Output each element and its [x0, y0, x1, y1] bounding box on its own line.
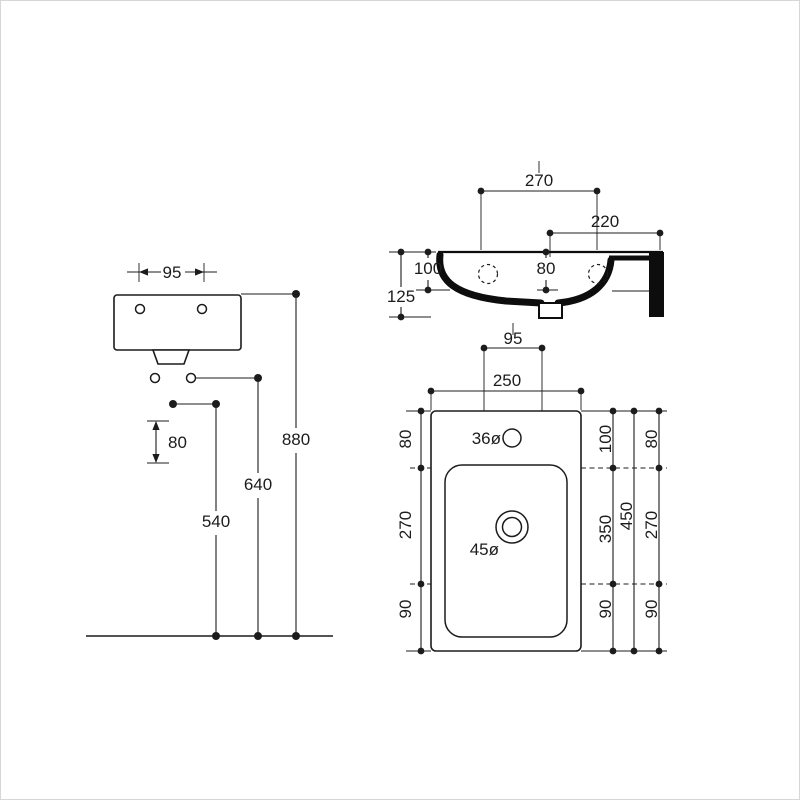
- dim-dot: [424, 286, 432, 294]
- dim-label-100: 100: [414, 259, 442, 278]
- plan-view: 95 250 36ø 45ø: [396, 323, 667, 655]
- dim-label-640: 640: [244, 475, 272, 494]
- dim-540: 540: [177, 400, 230, 640]
- dim-label-left-90: 90: [396, 600, 415, 619]
- dim-dot: [417, 464, 425, 472]
- dim-dot: [655, 647, 663, 655]
- dim-label-right-270: 270: [642, 511, 661, 539]
- dim-dot: [655, 580, 663, 588]
- dim-label-left-80: 80: [396, 430, 415, 449]
- dim-dot: [609, 407, 617, 415]
- dim-label-220: 220: [591, 212, 619, 231]
- dim-dot: [630, 407, 638, 415]
- arrowhead: [139, 268, 148, 276]
- dim-label-right-80: 80: [642, 430, 661, 449]
- basin-section-back-wall: [649, 252, 664, 317]
- dim-95-front: 95: [127, 263, 217, 282]
- dim-dot: [417, 580, 425, 588]
- basin-section-bowl-left: [436, 251, 545, 307]
- dim-label-125: 125: [387, 287, 415, 306]
- label-45-diameter: 45ø: [470, 540, 499, 559]
- left-dim-chain: 80 270 90: [396, 407, 431, 655]
- dim-label-right-350: 350: [596, 515, 615, 543]
- dim-dot: [609, 580, 617, 588]
- waste-trap: [151, 349, 191, 365]
- tap-hole-dashed-right: [587, 263, 609, 285]
- dim-depths: 125 100 80: [387, 248, 558, 321]
- dim-dot: [609, 464, 617, 472]
- dim-label-250: 250: [493, 371, 521, 390]
- dim-dot: [655, 407, 663, 415]
- dim-label-95-plan: 95: [504, 329, 523, 348]
- fixing-hole-right: [185, 372, 197, 384]
- dim-label-80-section: 80: [537, 259, 556, 278]
- dim-dot: [609, 647, 617, 655]
- basin-bowl-outline: [444, 464, 568, 638]
- dim-dot: [417, 407, 425, 415]
- tap-hole-right: [196, 303, 208, 315]
- right-dim-chains: 100 350 90 450 80 270 90: [581, 407, 667, 655]
- dim-label-right-90-inner: 90: [596, 600, 615, 619]
- dim-dot: [655, 464, 663, 472]
- label-36-diameter: 36ø: [472, 429, 501, 448]
- dim-label-right-100: 100: [596, 425, 615, 453]
- dim-label-880: 880: [282, 430, 310, 449]
- dim-label-right-450: 450: [617, 502, 636, 530]
- dim-880: 880: [241, 290, 310, 640]
- dim-label-270: 270: [525, 171, 553, 190]
- tap-hole-left: [134, 303, 146, 315]
- dim-220: 220: [546, 212, 664, 257]
- drain-inner-circle: [501, 516, 523, 538]
- basin-plan-outline: [430, 410, 582, 652]
- drain-outlet: [538, 302, 563, 319]
- dim-label-left-270: 270: [396, 511, 415, 539]
- dim-250: 250: [427, 371, 585, 410]
- dim-label-right-90-outer: 90: [642, 600, 661, 619]
- dim-dot: [417, 647, 425, 655]
- dim-270: 270: [477, 161, 601, 250]
- arrowhead: [195, 268, 204, 276]
- arrowhead: [152, 421, 160, 430]
- dim-dot: [397, 313, 405, 321]
- front-elevation-view: 95 80 540: [86, 263, 333, 640]
- dim-80-front: 80: [147, 420, 187, 464]
- basin-front-outline: [113, 294, 242, 351]
- tap-hole-dashed-left: [477, 263, 499, 285]
- dim-dot: [630, 647, 638, 655]
- section-view: 270 220: [387, 161, 664, 321]
- dim-640: 640: [196, 374, 272, 640]
- dim-label-80-front: 80: [168, 433, 187, 452]
- dim-95-plan: 95: [480, 323, 546, 416]
- fixing-hole-left: [149, 372, 161, 384]
- basin-section-bowl-right: [554, 256, 615, 307]
- dim-label-540: 540: [202, 512, 230, 531]
- arrowhead: [152, 454, 160, 463]
- drain-outer-circle: [495, 510, 529, 544]
- dim-label-95-front: 95: [163, 263, 182, 282]
- tap-hole-plan: [502, 428, 522, 448]
- drain-point: [169, 400, 177, 408]
